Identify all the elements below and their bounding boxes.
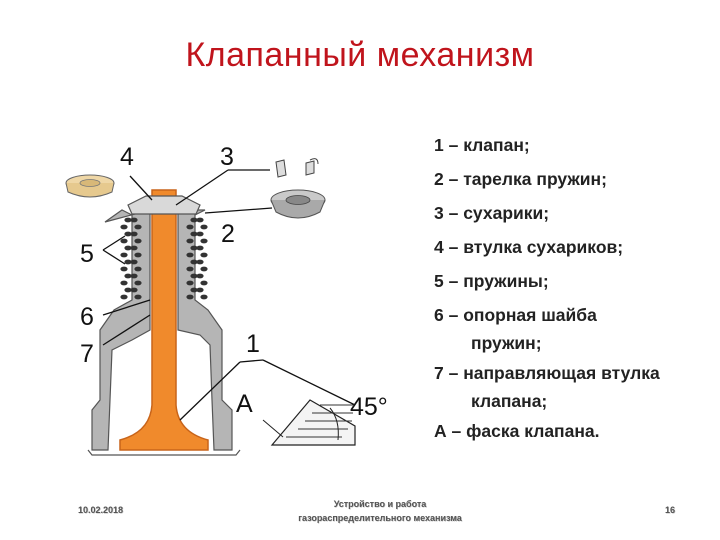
- spring-coil: [134, 266, 142, 272]
- spring-retainer: [127, 195, 201, 215]
- spring-coil: [120, 252, 128, 258]
- spring-coil: [130, 259, 138, 265]
- label-6: 6: [80, 303, 94, 331]
- spring-coil: [200, 280, 208, 286]
- spring-coil: [190, 217, 198, 223]
- label-7: 7: [80, 340, 94, 368]
- spring-coil: [190, 245, 198, 251]
- legend-item: 5 – пружины;: [434, 264, 719, 298]
- label-4: 4: [120, 143, 134, 171]
- valve: [119, 189, 209, 451]
- spring-coil: [200, 266, 208, 272]
- footer-caption-line1: Устройство и работа: [333, 499, 427, 509]
- spring-coil: [186, 238, 194, 244]
- spring-coils: [120, 217, 208, 300]
- spring-coil: [120, 238, 128, 244]
- leader-lines: [102, 169, 356, 421]
- spring-coil: [196, 217, 204, 223]
- spring-coil: [200, 224, 208, 230]
- legend-item: 1 – клапан;: [434, 128, 719, 162]
- label-a: А: [236, 390, 253, 418]
- label-1: 1: [246, 330, 260, 358]
- spring-coil: [130, 231, 138, 237]
- spring-coil: [130, 273, 138, 279]
- spring-coil: [124, 217, 132, 223]
- spring-coil: [134, 294, 142, 300]
- legend-item: 2 – тарелка пружин;: [434, 162, 719, 196]
- spring-coil: [200, 294, 208, 300]
- spring-coil: [196, 273, 204, 279]
- spring-coil: [120, 294, 128, 300]
- spring-coil: [124, 273, 132, 279]
- footer-caption-line2: газораспределительного механизма: [298, 513, 462, 523]
- spring-coil: [196, 231, 204, 237]
- legend-item: 3 – сухарики;: [434, 196, 719, 230]
- slide-title: Клапанный механизм: [185, 36, 535, 74]
- spring-coil: [186, 266, 194, 272]
- parts-legend: 1 – клапан; 2 – тарелка пружин; 3 – сухари…: [434, 128, 719, 448]
- spring-coil: [134, 224, 142, 230]
- spring-coil: [124, 245, 132, 251]
- label-2: 2: [221, 220, 235, 248]
- spring-coil: [186, 280, 194, 286]
- spring-coil: [120, 266, 128, 272]
- spring-coil: [200, 238, 208, 244]
- spring-coil: [186, 252, 194, 258]
- spring-coil: [130, 217, 138, 223]
- spring-coil: [130, 287, 138, 293]
- footer-caption: Устройство и работа газораспределительно…: [250, 497, 510, 525]
- spring-coil: [196, 287, 204, 293]
- label-3: 3: [220, 143, 234, 171]
- label-angle: 45°: [350, 393, 388, 421]
- legend-item-text: А – фаска клапана.: [434, 421, 600, 441]
- spring-coil: [134, 238, 142, 244]
- legend-item-text: 5 – пружины;: [434, 271, 549, 291]
- footer-page-number: 16: [665, 505, 676, 515]
- spring-coil: [190, 273, 198, 279]
- spring-coil: [190, 287, 198, 293]
- label-5: 5: [80, 240, 94, 268]
- chamfer-detail: [262, 399, 356, 446]
- spring-coil: [124, 287, 132, 293]
- legend-item: 6 – опорная шайба пружин;: [434, 298, 719, 356]
- spring-coil: [120, 224, 128, 230]
- legend-item-text: 4 – втулка сухариков;: [434, 237, 624, 257]
- spring-plate-part: [270, 189, 326, 219]
- spring-coil: [190, 231, 198, 237]
- spring-coil: [120, 280, 128, 286]
- legend-item-text: 7 – направляющая втулка: [434, 363, 660, 383]
- spring-coil: [186, 294, 194, 300]
- legend-item: 7 – направляющая втулка клапана;: [434, 356, 719, 414]
- spring-coil: [124, 231, 132, 237]
- valve-collets-part: [275, 158, 319, 178]
- legend-item-continuation: пружин;: [471, 333, 542, 353]
- spring-coil: [186, 224, 194, 230]
- legend-item: А – фаска клапана.: [434, 414, 719, 448]
- spring-coil: [134, 280, 142, 286]
- footer-date: 10.02.2018: [78, 505, 124, 515]
- spring-coil: [190, 259, 198, 265]
- legend-item: 4 – втулка сухариков;: [434, 230, 719, 264]
- legend-item-text: 2 – тарелка пружин;: [434, 169, 607, 189]
- spring-coil: [196, 259, 204, 265]
- collet-sleeve-part: [65, 174, 115, 198]
- spring-coil: [196, 245, 204, 251]
- valve-mechanism-diagram: 4 3 2 5 6 7 1 А 45°: [65, 143, 388, 456]
- legend-item-text: 1 – клапан;: [434, 135, 530, 155]
- legend-item-text: 3 – сухарики;: [434, 203, 550, 223]
- spring-coil: [130, 245, 138, 251]
- legend-item-text: 6 – опорная шайба: [434, 305, 597, 325]
- spring-coil: [124, 259, 132, 265]
- legend-item-continuation: клапана;: [471, 391, 548, 411]
- spring-coil: [200, 252, 208, 258]
- spring-coil: [134, 252, 142, 258]
